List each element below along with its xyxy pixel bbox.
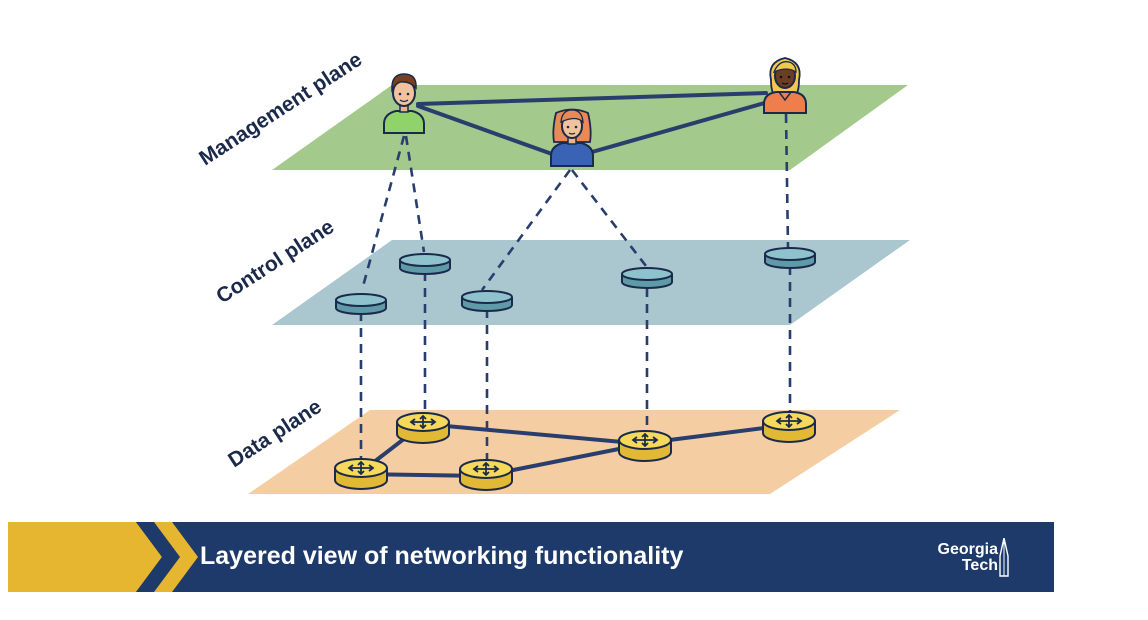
- controller-icon: [335, 293, 387, 315]
- logo-text-tech: Tech: [961, 557, 998, 574]
- controller-icon: [461, 290, 513, 312]
- management-control-dashed-links: [360, 113, 790, 291]
- person-female-icon: [550, 108, 594, 167]
- person-male-icon: [383, 73, 425, 134]
- title-banner: Layered view of networking functionality…: [8, 522, 1054, 592]
- router-icon: [396, 412, 450, 444]
- controller-icon: [621, 267, 673, 289]
- router-icon: [618, 430, 672, 462]
- router-icon: [762, 411, 816, 443]
- router-icon: [334, 458, 388, 490]
- georgia-tech-logo: Georgia Tech: [924, 536, 1020, 580]
- controller-icon: [764, 247, 816, 269]
- chevron-arrow-icon: [8, 522, 198, 592]
- control-data-dashed-links: [359, 266, 792, 462]
- tech-tower-icon: [999, 538, 1009, 577]
- person-female-dark-icon: [763, 57, 807, 114]
- layered-network-diagram: Management plane Control plane Data plan…: [195, 48, 910, 494]
- management-links: [416, 91, 770, 156]
- logo-text-georgia: Georgia: [937, 541, 998, 558]
- router-icon: [459, 459, 513, 491]
- controller-icon: [399, 253, 451, 275]
- slide-title: Layered view of networking functionality: [200, 542, 684, 570]
